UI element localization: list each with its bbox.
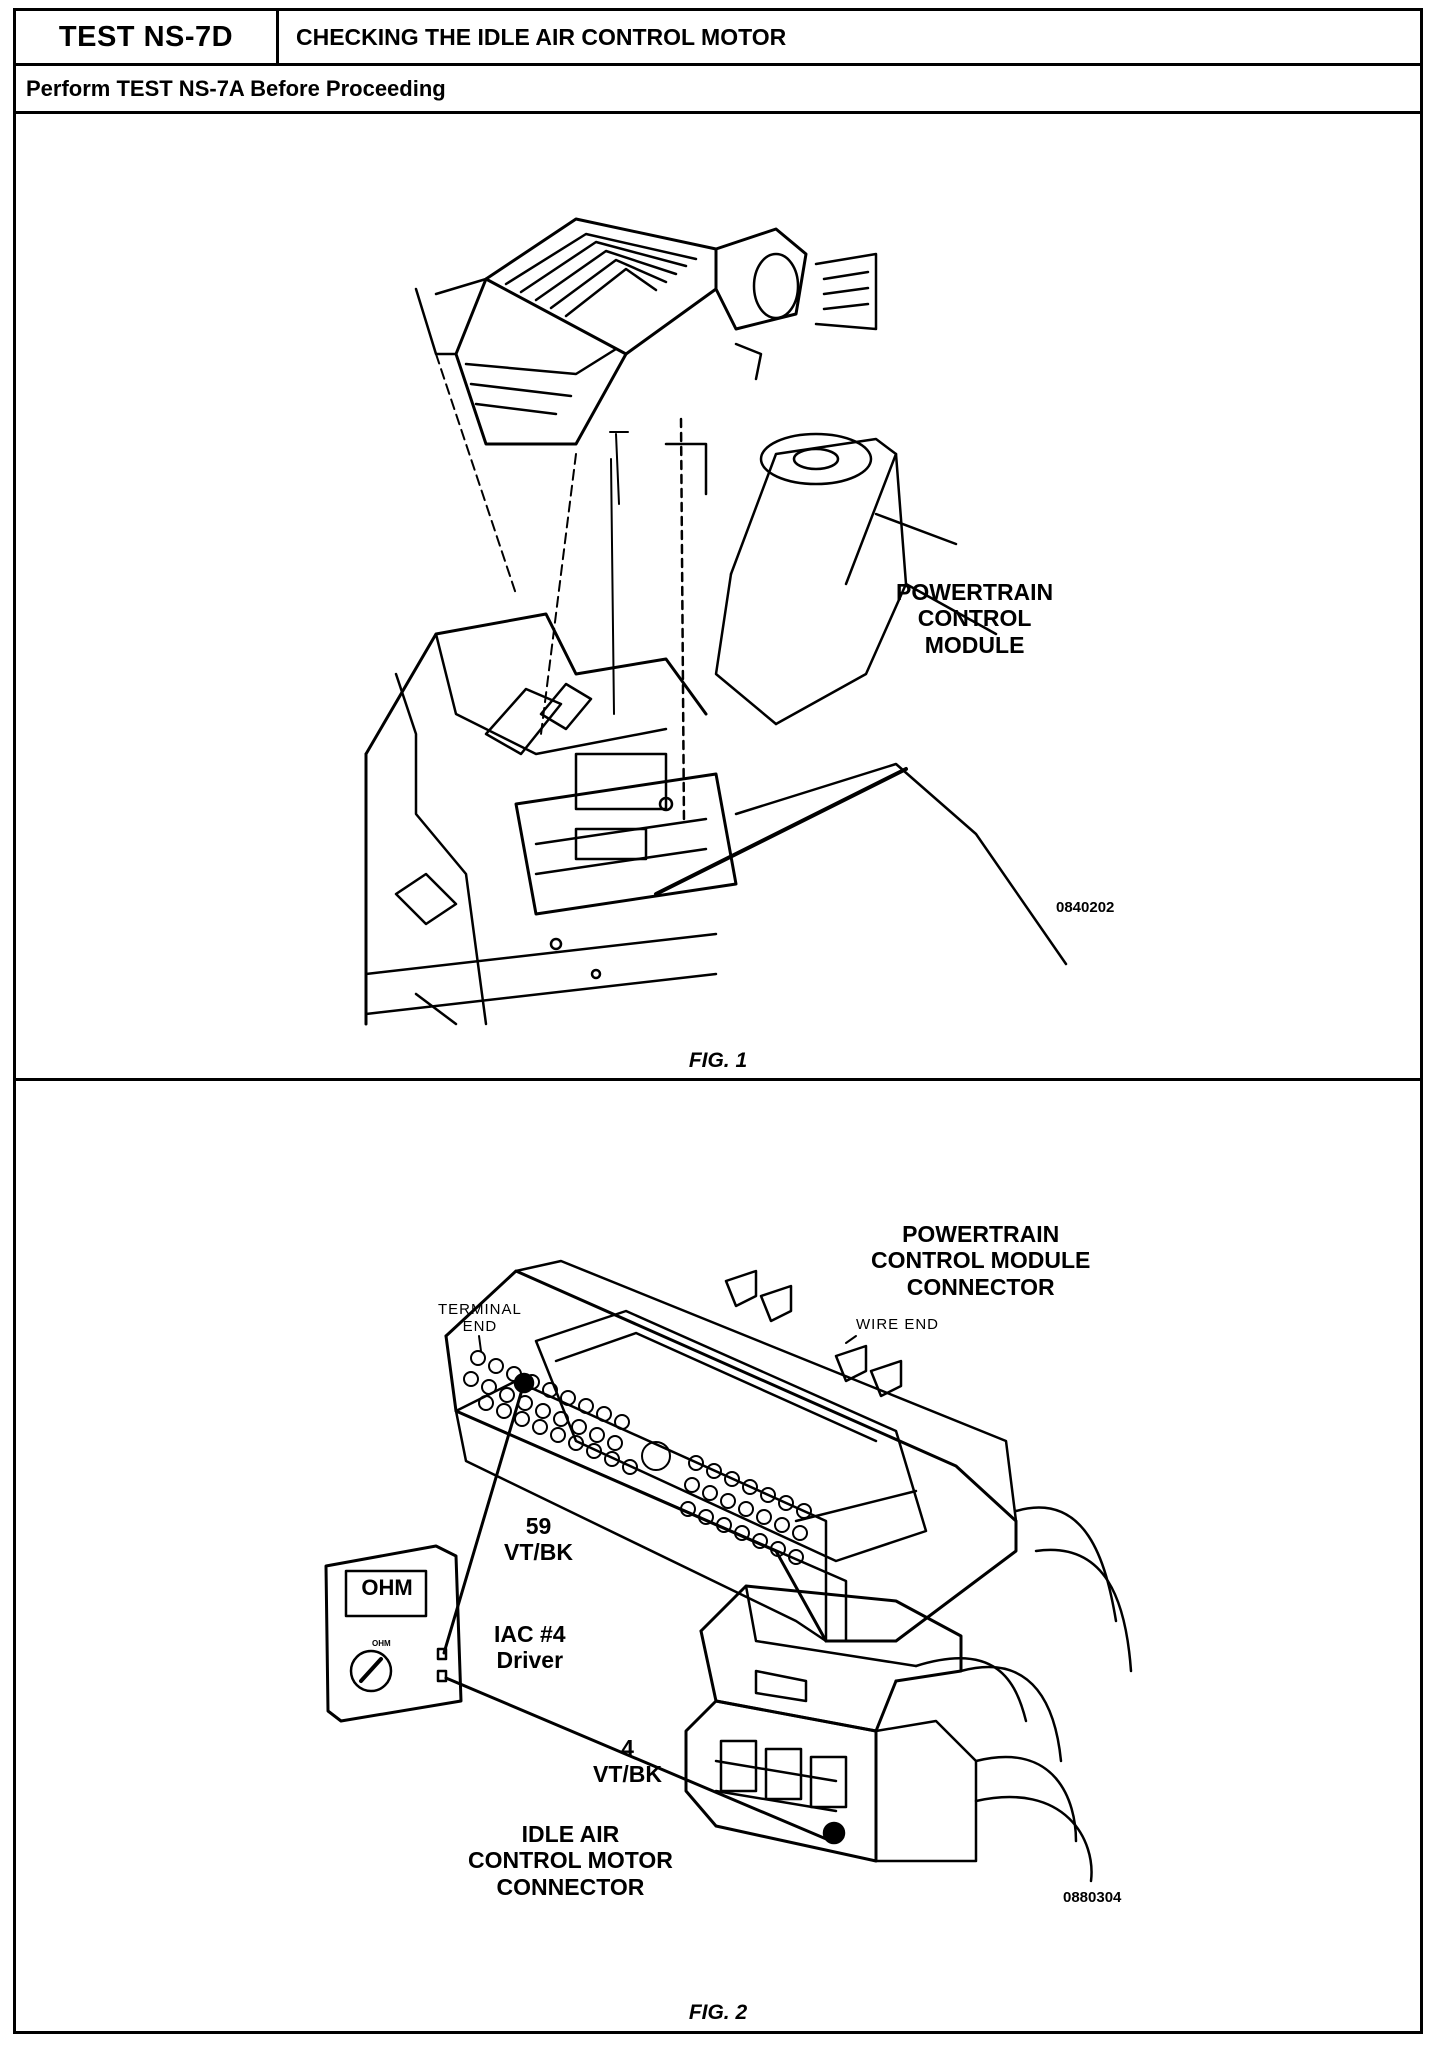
pcm-connector-drawing xyxy=(446,1261,1016,1641)
ohmmeter-dial-label: OHM xyxy=(372,1639,391,1648)
pcm-connector-label-line-1: POWERTRAIN xyxy=(902,1221,1060,1247)
figure-2-panel: POWERTRAIN CONTROL MODULE CONNECTOR TERM… xyxy=(16,1081,1420,2031)
pin-4-wire-color: VT/BK xyxy=(593,1761,662,1788)
pcm-label-line-1: POWERTRAIN xyxy=(896,579,1054,605)
pcm-label: POWERTRAIN CONTROL MODULE xyxy=(896,579,1053,658)
pin-59-wire-color: VT/BK xyxy=(504,1539,573,1566)
test-title: CHECKING THE IDLE AIR CONTROL MOTOR xyxy=(296,23,787,50)
pcm-connector-label-line-3: CONNECTOR xyxy=(906,1273,1055,1300)
figure-2-code: 0880304 xyxy=(1063,1889,1122,1906)
pcm-connector-label: POWERTRAIN CONTROL MODULE CONNECTOR xyxy=(871,1221,1090,1300)
iac-driver-line-2: Driver xyxy=(496,1647,564,1674)
figure-2-illustration xyxy=(16,1081,1420,2031)
air-cleaner-drawing xyxy=(416,219,876,824)
iac-driver-label: IAC #4 Driver xyxy=(494,1621,566,1674)
header-row: TEST NS-7D CHECKING THE IDLE AIR CONTROL… xyxy=(16,11,1420,66)
iac-connector-label-line-1: IDLE AIR xyxy=(521,1821,620,1847)
pcm-connector-label-line-2: CONTROL MODULE xyxy=(871,1247,1091,1274)
figure-1-illustration xyxy=(16,114,1420,1078)
pcm-label-line-3: MODULE xyxy=(924,631,1025,658)
figure-1-caption: FIG. 1 xyxy=(688,1049,748,1072)
pin-4-number: 4 xyxy=(621,1735,634,1761)
figure-1-code: 0840202 xyxy=(1056,899,1115,916)
iac-connector-label: IDLE AIR CONTROL MOTOR CONNECTOR xyxy=(468,1821,673,1900)
pcm-mount-drawing xyxy=(366,614,1066,1024)
figure-1-panel: POWERTRAIN CONTROL MODULE 0840202 FIG. 1 xyxy=(16,114,1420,1081)
strut-tower-drawing xyxy=(716,434,996,724)
terminal-end-label-line-2: END xyxy=(462,1318,498,1336)
test-sheet: TEST NS-7D CHECKING THE IDLE AIR CONTROL… xyxy=(13,8,1423,2034)
iac-connector-label-line-3: CONNECTOR xyxy=(496,1873,645,1900)
wire-end-label: WIRE END xyxy=(856,1316,939,1333)
iac-driver-line-1: IAC #4 xyxy=(494,1621,566,1647)
pin-59-label: 59 VT/BK xyxy=(504,1513,573,1566)
test-id: TEST NS-7D xyxy=(16,11,279,63)
ohmmeter-drawing xyxy=(326,1546,461,1721)
pin-4-label: 4 VT/BK xyxy=(593,1735,662,1788)
prerequisite-note: Perform TEST NS-7A Before Proceeding xyxy=(16,66,1420,114)
pcm-label-line-2: CONTROL xyxy=(917,605,1032,632)
terminal-end-label: TERMINAL END xyxy=(438,1301,522,1336)
ohmmeter-display: OHM xyxy=(361,1575,413,1600)
iac-connector-drawing xyxy=(686,1508,1131,1881)
terminal-end-label-line-1: TERMINAL xyxy=(438,1301,522,1318)
iac-connector-label-line-2: CONTROL MOTOR xyxy=(468,1847,673,1874)
pcm-pin-holes xyxy=(464,1351,811,1564)
figure-2-caption: FIG. 2 xyxy=(688,2001,748,2024)
pin-59-number: 59 xyxy=(525,1513,552,1539)
